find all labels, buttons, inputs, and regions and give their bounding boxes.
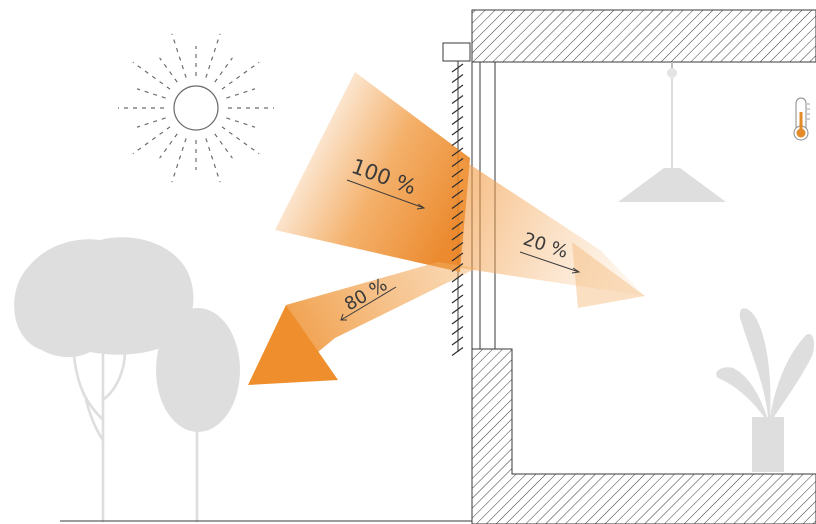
louvre-slat: [451, 315, 464, 325]
sun-ray: [221, 61, 260, 90]
ceiling-slab: [471, 9, 816, 63]
louvre-slat: [451, 347, 464, 356]
lamp-icon: [618, 62, 726, 202]
sun-ray: [205, 138, 221, 183]
sun-ray: [132, 126, 171, 155]
sun-ray: [136, 88, 166, 99]
louvre-slat: [451, 137, 464, 146]
louvre-slat: [451, 200, 464, 209]
louvre-slat: [451, 210, 464, 220]
lower-wall: [471, 348, 816, 524]
louvre-slat: [451, 147, 464, 157]
sun-ray: [171, 33, 187, 78]
transmitted-beam: [460, 158, 645, 296]
blind-box: [442, 42, 471, 62]
direction-arrows: [340, 179, 581, 321]
louvre-slat: [451, 294, 464, 304]
louvre-slat: [451, 252, 464, 262]
louvre-slat: [451, 231, 464, 241]
louvre-slat: [451, 242, 464, 251]
louvre-slat: [451, 63, 464, 73]
sun-ray: [159, 133, 178, 159]
louvre-slat: [451, 74, 464, 83]
louvre-slat: [451, 305, 464, 314]
louvre-slat: [451, 84, 464, 94]
reflected-arrowhead: [248, 305, 338, 385]
tree-icon: [14, 237, 240, 523]
sun-ray: [226, 88, 256, 99]
louvre-slat: [451, 189, 464, 199]
louvre-slat: [451, 221, 464, 230]
louvre-blind: [451, 63, 464, 356]
louvre-slat: [451, 105, 464, 115]
sun-ray: [214, 57, 233, 83]
louvre-slat: [451, 326, 464, 335]
incident-beam: [275, 72, 470, 272]
louvre-slat: [451, 95, 464, 104]
thermometer-icon: [793, 97, 810, 141]
reflected-arrow: [340, 286, 397, 321]
sun-ray: [205, 33, 221, 78]
louvre-slat: [451, 336, 464, 346]
sun-ray: [159, 57, 178, 83]
sun-ray: [132, 61, 171, 90]
sun-icon: [118, 33, 274, 183]
building-walls: [471, 9, 816, 524]
sun-ray: [221, 126, 260, 155]
louvre-slat: [451, 116, 464, 125]
louvre-slat: [451, 126, 464, 136]
louvre-slat: [451, 263, 464, 272]
sun-ray: [226, 117, 256, 128]
louvre-slat: [451, 284, 464, 293]
sun-ray: [214, 133, 233, 159]
transmitted-arrow: [519, 251, 580, 273]
louvre-slat: [451, 179, 464, 188]
transmitted-arrowhead: [572, 242, 645, 308]
incident-arrow: [346, 179, 425, 209]
louvre-slat: [451, 273, 464, 283]
plant-icon: [716, 308, 814, 472]
louvre-slat: [451, 158, 464, 167]
sun-ray: [136, 117, 166, 128]
sun-ray: [171, 138, 187, 183]
reflected-beam: [286, 262, 477, 352]
louvre-slat: [451, 168, 464, 178]
